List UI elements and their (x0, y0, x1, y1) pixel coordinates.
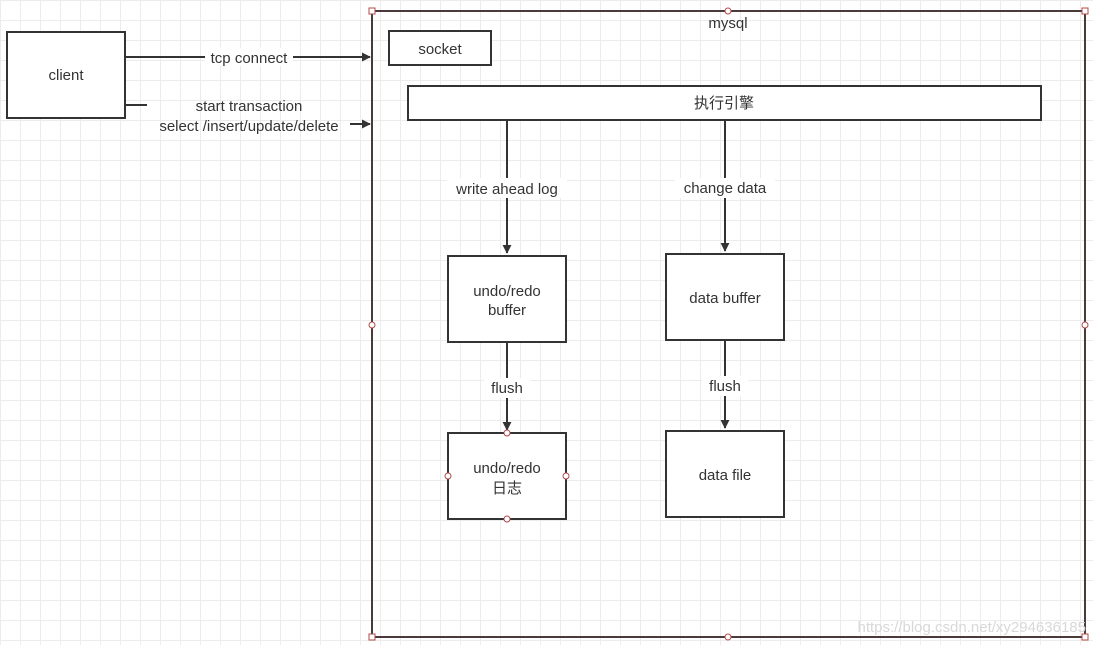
undo-redo-buffer-label-line2: buffer (488, 302, 526, 319)
socket-node[interactable]: socket (388, 30, 492, 66)
watermark: https://blog.csdn.net/xy294636185 (857, 619, 1086, 636)
undo-redo-log-node[interactable]: undo/redo 日志 (444, 429, 570, 523)
tcp-connect-label: tcp connect (211, 50, 289, 67)
transaction-label-line2: select /insert/update/delete (159, 118, 338, 135)
handle-top-mid[interactable] (724, 7, 732, 15)
transaction-edge: start transaction select /insert/update/… (125, 98, 371, 135)
undo-redo-buffer-label-line1: undo/redo (473, 283, 541, 300)
right-flush-edge: flush (702, 341, 748, 429)
engine-label: 执行引擎 (694, 95, 754, 112)
handle-bottom-right[interactable] (1081, 633, 1089, 641)
undo-redo-log-label-line2: 日志 (492, 480, 522, 497)
handle-bottom-left[interactable] (368, 633, 376, 641)
left-flush-label: flush (491, 380, 523, 397)
transaction-label-line1: start transaction (196, 98, 303, 115)
mysql-title: mysql (708, 15, 747, 32)
log-handle-top[interactable] (503, 429, 511, 437)
engine-node[interactable]: 执行引擎 (407, 85, 1042, 121)
handle-top-left[interactable] (368, 7, 376, 15)
data-file-node[interactable]: data file (665, 430, 785, 518)
data-buffer-node[interactable]: data buffer (665, 253, 785, 341)
right-flush-label: flush (709, 378, 741, 395)
client-label: client (48, 67, 84, 84)
handle-right-mid[interactable] (1081, 321, 1089, 329)
log-handle-left[interactable] (444, 472, 452, 480)
change-data-label: change data (684, 180, 767, 197)
data-buffer-label: data buffer (689, 290, 760, 307)
container-selection-handles[interactable] (368, 7, 1089, 641)
write-ahead-log-label: write ahead log (455, 181, 558, 198)
socket-label: socket (418, 41, 462, 58)
left-flush-edge: flush (484, 343, 530, 431)
client-node[interactable]: client (6, 31, 126, 119)
undo-redo-log-handles[interactable] (444, 429, 570, 523)
handle-top-right[interactable] (1081, 7, 1089, 15)
log-handle-right[interactable] (562, 472, 570, 480)
undo-redo-log-label-line1: undo/redo (473, 460, 541, 477)
data-file-label: data file (699, 467, 752, 484)
undo-redo-buffer-node[interactable]: undo/redo buffer (447, 255, 567, 343)
handle-bottom-mid[interactable] (724, 633, 732, 641)
write-ahead-log-edge: write ahead log (447, 121, 567, 254)
log-handle-bottom[interactable] (503, 515, 511, 523)
tcp-connect-edge: tcp connect (125, 48, 371, 67)
handle-left-mid[interactable] (368, 321, 376, 329)
change-data-edge: change data (675, 121, 775, 252)
